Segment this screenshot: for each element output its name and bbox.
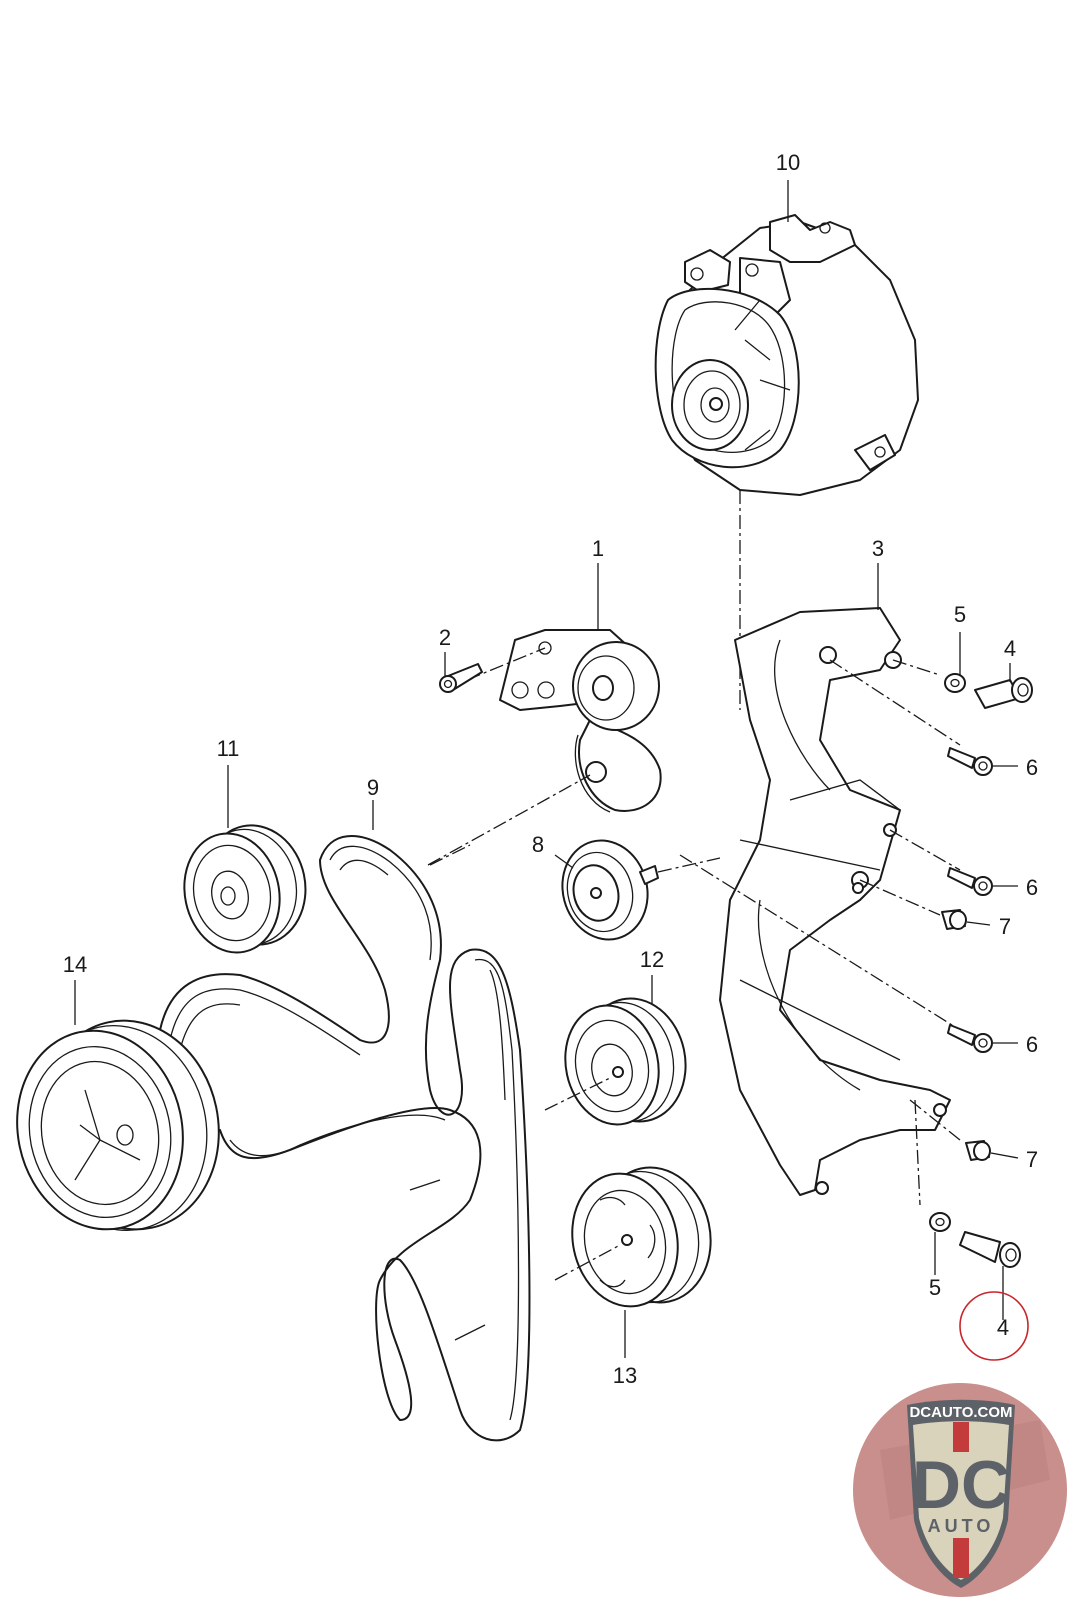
callout-10: 10 [776, 150, 800, 175]
idler-pulley-drawing[interactable] [551, 831, 659, 949]
callout-2: 2 [439, 625, 451, 650]
washer-upper-drawing[interactable] [944, 673, 966, 693]
bracket-bolt-3-drawing[interactable] [947, 1024, 993, 1053]
pulley-11-drawing[interactable] [174, 816, 317, 962]
bracket-bolt-1-drawing[interactable] [947, 747, 993, 776]
callout-6-first: 6 [1026, 755, 1038, 780]
callout-1: 1 [592, 536, 604, 561]
callout-6-third: 6 [1026, 1032, 1038, 1057]
highlight-circle [959, 1291, 1029, 1361]
watermark-subtitle: AUTO [928, 1516, 995, 1536]
sleeve-upper-drawing[interactable] [941, 909, 967, 930]
belt-tensioner-drawing[interactable] [499, 629, 662, 813]
callout-11: 11 [217, 736, 240, 761]
shoulder-bolt-lower-drawing[interactable] [959, 1231, 1021, 1268]
sleeve-lower-drawing[interactable] [965, 1140, 991, 1161]
alternator-bracket-drawing[interactable] [719, 607, 951, 1196]
callout-4-upper: 4 [1004, 636, 1016, 661]
watermark-monogram: DC [912, 1447, 1010, 1523]
bracket-bolt-2-drawing[interactable] [947, 867, 993, 896]
tensioner-bolt-drawing[interactable] [439, 663, 483, 693]
alternator-drawing[interactable] [654, 214, 919, 496]
callout-3: 3 [872, 536, 884, 561]
crankshaft-pulley-drawing[interactable] [0, 1004, 238, 1247]
watermark-site: DCAUTO.COM [909, 1404, 1012, 1421]
washer-lower-drawing[interactable] [929, 1212, 951, 1232]
callout-5-lower: 5 [929, 1275, 941, 1300]
callout-8: 8 [532, 832, 544, 857]
dcauto-watermark: DCAUTO.COM DC AUTO [853, 1383, 1067, 1597]
shoulder-bolt-upper-drawing[interactable] [974, 677, 1033, 709]
callout-9: 9 [367, 775, 379, 800]
callout-12: 12 [640, 947, 664, 972]
callout-5-upper: 5 [954, 602, 966, 627]
drive-belt-drawing[interactable] [159, 835, 531, 1442]
callout-7-lower: 7 [1026, 1147, 1038, 1172]
callout-14: 14 [63, 952, 87, 977]
callout-6-second: 6 [1026, 875, 1038, 900]
callout-4-lower-highlighted[interactable]: 4 [997, 1315, 1009, 1340]
pulley-12-drawing[interactable] [555, 989, 697, 1133]
callout-7-upper: 7 [999, 914, 1011, 939]
callout-13: 13 [613, 1363, 637, 1388]
pulley-13-drawing[interactable] [560, 1157, 723, 1316]
